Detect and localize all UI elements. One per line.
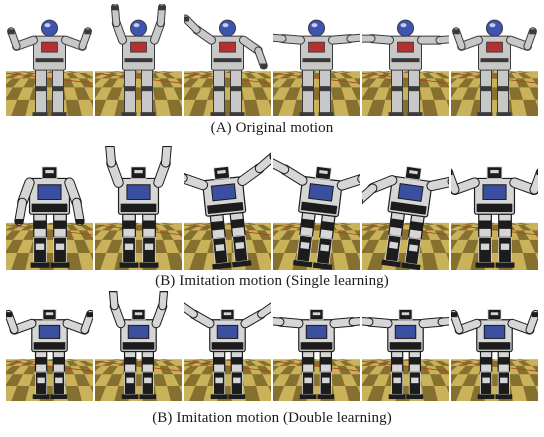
humanoid-robot-black-icon [184,151,271,270]
checkered-floor [362,71,449,116]
humanoid-robot-black-icon [108,291,169,400]
double-learning-caption: (B) Imitation motion (Double learning) [152,410,392,426]
motion-frame-5 [362,146,449,270]
humanoid-robot-grey-icon [7,19,92,116]
motion-frame-1 [6,4,93,116]
humanoid-robot-grey-icon [452,19,537,116]
robot-pose-image [451,291,538,401]
robot-pose-image [451,146,538,270]
robot-pose-image [6,146,93,270]
humanoid-robot-black-icon [362,309,449,400]
humanoid-robot-black-icon [273,156,360,270]
robot-pose-image [273,4,360,116]
robot-pose-image [6,4,93,116]
robot-pose-image [95,291,182,401]
original-motion-strip [6,4,538,116]
motion-frame-4 [273,4,360,116]
motion-frame-1 [6,291,93,401]
checkered-floor [95,71,182,116]
robot-pose-image [95,4,182,116]
checkered-floor [451,71,538,116]
humanoid-robot-grey-icon [362,19,449,116]
humanoid-robot-grey-icon [110,4,167,116]
checkered-floor [273,71,360,116]
humanoid-robot-black-icon [14,166,85,268]
motion-frame-1 [6,146,93,270]
robot-pose-image [273,291,360,401]
humanoid-robot-black-icon [451,166,538,268]
humanoid-robot-black-icon [273,309,360,400]
motion-frame-4 [273,146,360,270]
robot-pose-image [273,146,360,270]
motion-frame-4 [273,291,360,401]
checkered-floor [6,359,93,401]
motion-frame-6 [451,146,538,270]
motion-frame-2 [95,291,182,401]
motion-frame-2 [95,4,182,116]
motion-frame-3 [184,146,271,270]
motion-frame-3 [184,4,271,116]
motion-frame-5 [362,4,449,116]
robot-pose-image [184,4,271,116]
original-motion-caption: (A) Original motion [210,120,334,136]
motion-frame-5 [362,291,449,401]
humanoid-robot-black-icon [105,146,172,268]
humanoid-robot-black-icon [184,302,271,400]
robot-pose-image [362,4,449,116]
humanoid-robot-black-icon [6,309,93,400]
checkered-floor [6,71,93,116]
robot-pose-image [362,146,449,270]
humanoid-robot-grey-icon [184,14,268,116]
humanoid-robot-black-icon [362,166,449,270]
motion-frame-3 [184,291,271,401]
humanoid-robot-black-icon [451,309,538,400]
motion-frame-2 [95,146,182,270]
robot-pose-image [451,4,538,116]
double-learning-strip [6,291,538,401]
robot-pose-image [184,146,271,270]
robot-pose-image [95,146,182,270]
checkered-floor [184,71,271,116]
humanoid-robot-grey-icon [273,19,360,116]
motion-frame-6 [451,4,538,116]
checkered-floor [95,222,182,270]
robot-pose-image [362,291,449,401]
robot-pose-image [184,291,271,401]
single-learning-caption: (B) Imitation motion (Single learning) [155,273,389,289]
single-learning-strip [6,146,538,270]
motion-frame-6 [451,291,538,401]
robot-pose-image [6,291,93,401]
